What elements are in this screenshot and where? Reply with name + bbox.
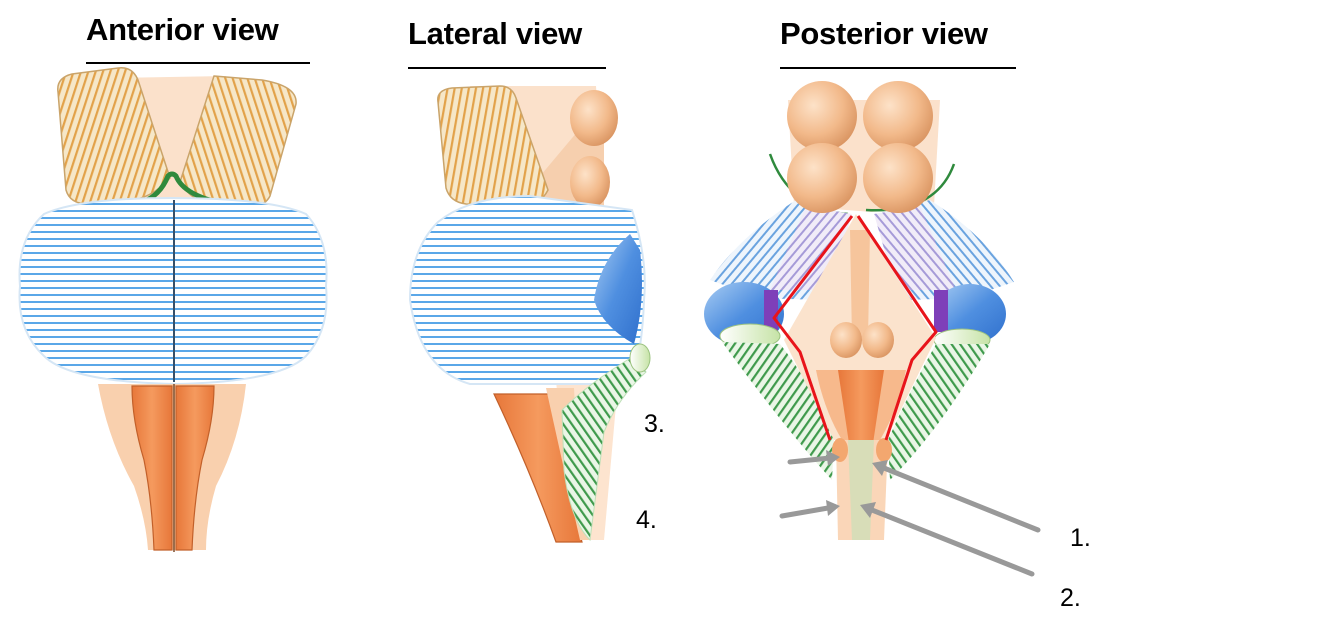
label-2: 2. (1060, 584, 1081, 612)
lateral-view-title: Lateral view (408, 16, 582, 51)
lateral-title-underline (408, 67, 606, 69)
anterior-view-title: Anterior view (86, 12, 279, 47)
anterior-view-figure (18, 67, 328, 552)
posterior-view-title: Posterior view (780, 16, 988, 51)
label-1: 1. (1070, 524, 1091, 552)
label-4: 4. (636, 506, 657, 534)
posterior-title-underline (780, 67, 1016, 69)
lateral-view-figure (408, 85, 651, 543)
pointer-arrows (779, 450, 1041, 577)
posterior-view-figure (704, 81, 1014, 540)
anterior-title-underline (86, 62, 310, 64)
label-3: 3. (644, 410, 665, 438)
